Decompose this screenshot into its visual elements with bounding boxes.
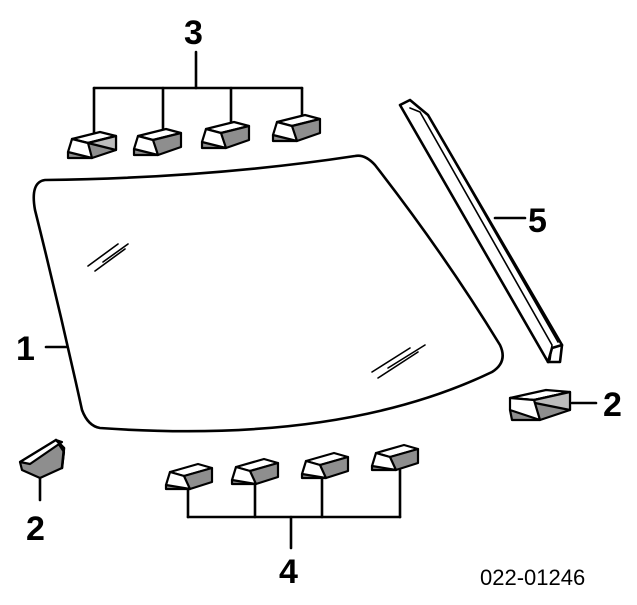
glass-reflection-marks	[87, 243, 426, 379]
part-number: 022-01246	[480, 565, 585, 590]
callout-3: 3	[184, 14, 203, 52]
callout-5: 5	[528, 202, 547, 240]
callout-2-right: 2	[603, 386, 622, 424]
upper-stopper-pad	[200, 120, 251, 150]
lower-stopper-pad	[230, 457, 280, 486]
upper-stopper-pad	[271, 113, 322, 143]
callout-4: 4	[279, 553, 298, 591]
lower-stoppers-bracket	[186, 468, 402, 550]
upper-stopper-pad	[66, 130, 118, 160]
right-spacer	[508, 388, 572, 422]
lower-stopper-pad	[300, 451, 350, 480]
lower-stopper-pad	[370, 443, 420, 472]
callout-2-left: 2	[26, 510, 45, 548]
upper-stoppers-bracket	[92, 50, 304, 140]
upper-stopper-pad	[132, 127, 183, 157]
left-spacer	[18, 438, 66, 480]
lower-stopper-pad	[164, 462, 214, 491]
side-molding	[398, 98, 564, 364]
callout-1: 1	[16, 330, 35, 368]
windshield-glass	[32, 154, 504, 433]
